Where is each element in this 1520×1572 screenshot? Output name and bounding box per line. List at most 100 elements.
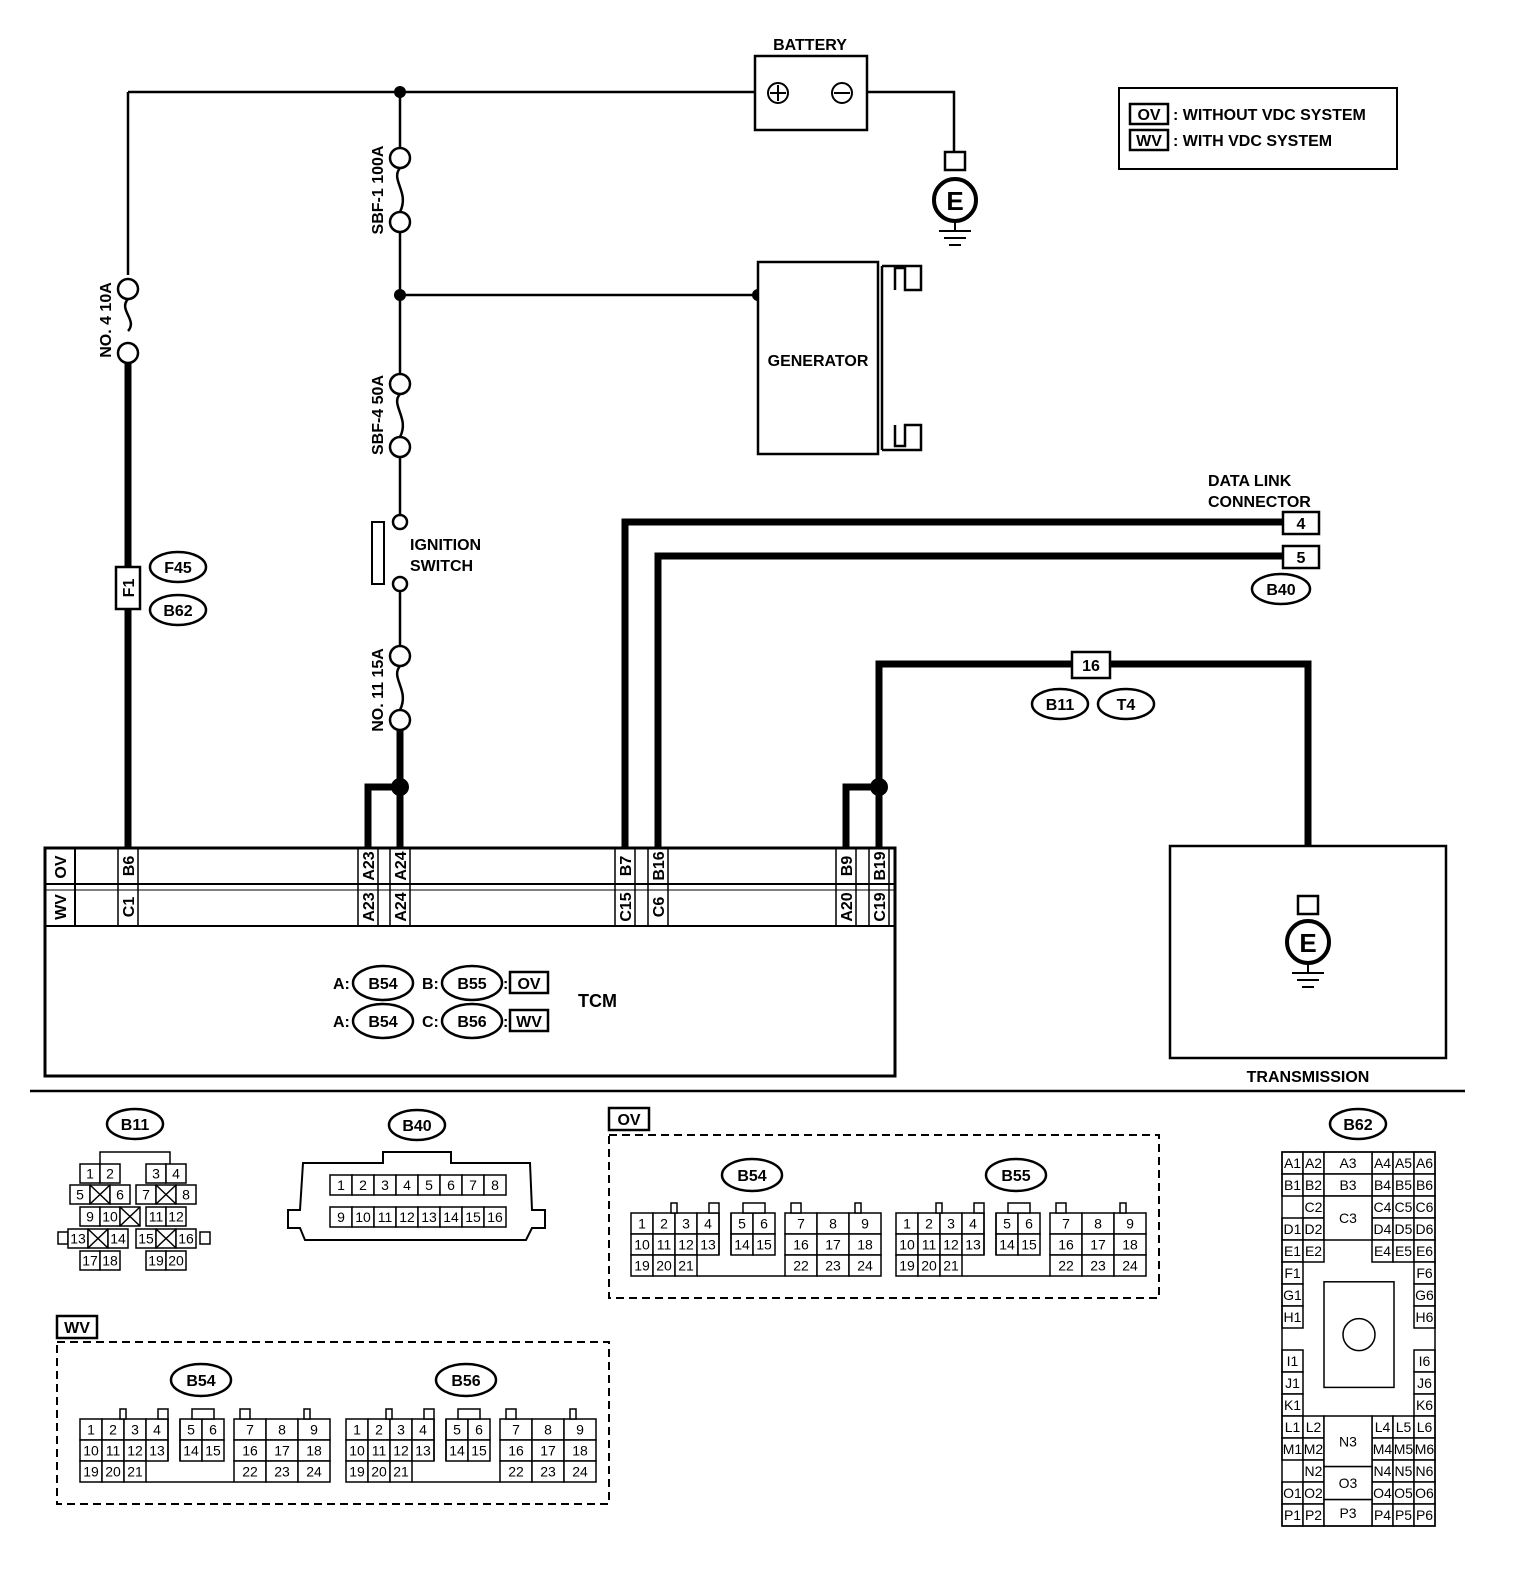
pin: 17 [274, 1443, 290, 1459]
b62-pin: P1 [1284, 1507, 1301, 1523]
b62-pin: P2 [1305, 1507, 1322, 1523]
pin: 20 [656, 1258, 672, 1274]
b62-pin: D5 [1395, 1221, 1413, 1237]
pin: 19 [634, 1258, 650, 1274]
b62-pin: P3 [1339, 1505, 1356, 1521]
b62-pin: M1 [1283, 1441, 1303, 1457]
b62-pin: F1 [1284, 1265, 1301, 1281]
pin: 11 [657, 1237, 672, 1253]
b11-pin: 10 [102, 1209, 118, 1225]
b40-pin: 12 [399, 1209, 415, 1225]
pin: 23 [540, 1464, 556, 1480]
b40-pin: 13 [421, 1209, 437, 1225]
b62-pin: M4 [1373, 1441, 1393, 1457]
pin: 24 [1122, 1258, 1138, 1274]
b62-pin: D4 [1374, 1221, 1392, 1237]
pin: 7 [797, 1216, 805, 1232]
tcm-pin-wv: A20 [839, 892, 856, 921]
b62-pin: H6 [1416, 1309, 1434, 1325]
pin: 12 [678, 1237, 694, 1253]
pin: 1 [87, 1422, 95, 1438]
pin: 13 [415, 1443, 431, 1459]
b62-pin: O3 [1339, 1475, 1358, 1491]
tcm-conn-b56: B56 [457, 1014, 486, 1031]
pin: 6 [1025, 1216, 1033, 1232]
pin: 6 [209, 1422, 217, 1438]
tcm-conn-b54-ov: B54 [368, 976, 397, 993]
tcm-pin-ov: B16 [651, 851, 668, 880]
pin: 4 [153, 1422, 161, 1438]
ignition-label-1: IGNITION [410, 537, 481, 554]
tcm-conn-b: B: [422, 976, 439, 993]
tcm-pin-wv: C1 [121, 897, 138, 918]
b62-pin: D2 [1305, 1221, 1323, 1237]
b62-pin: O1 [1283, 1485, 1302, 1501]
b62-pin: G1 [1283, 1287, 1302, 1303]
b11-pin: 11 [149, 1209, 164, 1225]
b62-pin: A6 [1416, 1155, 1433, 1171]
pin: 9 [576, 1422, 584, 1438]
ov-connector-group: OV B54 B55 11019211203122141351461571622… [607, 1106, 1160, 1299]
pin: 14 [999, 1237, 1015, 1253]
tcm-label: TCM [578, 991, 617, 1011]
pin: 7 [512, 1422, 520, 1438]
b62-pin: I1 [1287, 1353, 1299, 1369]
b11-pin: 5 [76, 1187, 84, 1203]
pin: 22 [793, 1258, 809, 1274]
t4-ref: T4 [1117, 697, 1136, 714]
ov-b54-title: B54 [737, 1168, 766, 1185]
pin: 23 [825, 1258, 841, 1274]
pin: 14 [183, 1443, 199, 1459]
tcm-pin-wv: C6 [651, 897, 668, 918]
b40-pin: 2 [359, 1177, 367, 1193]
pin: 18 [306, 1443, 322, 1459]
battery: BATTERY [753, 37, 869, 132]
dlc-label-2: CONNECTOR [1208, 494, 1311, 511]
fuse-sbf4-label: SBF-4 50A [370, 375, 387, 455]
pin: 19 [83, 1464, 99, 1480]
b62-pin: L5 [1396, 1419, 1412, 1435]
pin: 8 [829, 1216, 837, 1232]
b40-pin: 14 [443, 1209, 459, 1225]
pin: 5 [187, 1422, 195, 1438]
pin: 21 [678, 1258, 694, 1274]
b11-pin: 8 [182, 1187, 190, 1203]
b62-pin: P6 [1416, 1507, 1433, 1523]
b11-pin: 19 [148, 1253, 164, 1269]
ov-b55-title: B55 [1001, 1168, 1030, 1185]
b62-pin: C2 [1305, 1199, 1323, 1215]
legend: OV : WITHOUT VDC SYSTEM WV : WITH VDC SY… [1118, 87, 1398, 170]
b62-pin: I6 [1419, 1353, 1431, 1369]
pin: 1 [353, 1422, 361, 1438]
pin: 10 [899, 1237, 915, 1253]
pin: 10 [83, 1443, 99, 1459]
b62-pin: O4 [1373, 1485, 1392, 1501]
pin: 3 [397, 1422, 405, 1438]
pin: 22 [508, 1464, 524, 1480]
b11-pin: 1 [86, 1166, 94, 1182]
pin: 24 [306, 1464, 322, 1480]
pin: 19 [899, 1258, 915, 1274]
b11-pin: 4 [172, 1166, 180, 1182]
b40-ref: B40 [1266, 582, 1295, 599]
pin: 11 [372, 1443, 387, 1459]
b62-pin: P4 [1374, 1507, 1391, 1523]
ground-label: E [946, 186, 963, 216]
dlc-pin-4: 4 [1297, 516, 1306, 533]
pin: 17 [540, 1443, 556, 1459]
tcm-pin-wv: A23 [361, 892, 378, 921]
b62-pin: A1 [1284, 1155, 1301, 1171]
pin: 15 [1021, 1237, 1037, 1253]
tcm-conn-a2: A: [333, 1014, 350, 1031]
fuse-sbf1-label: SBF-1 100A [370, 145, 387, 234]
b62-ref: B62 [163, 603, 192, 620]
b62-view-title: B62 [1343, 1117, 1372, 1134]
pin: 23 [274, 1464, 290, 1480]
transmission-ground-label: E [1299, 928, 1316, 958]
tcm-pin-ov: B19 [872, 851, 889, 880]
b11-pin: 3 [152, 1166, 160, 1182]
b62-pin: B1 [1284, 1177, 1301, 1193]
pin: 17 [825, 1237, 841, 1253]
tcm-pin-wv: C15 [618, 892, 635, 921]
